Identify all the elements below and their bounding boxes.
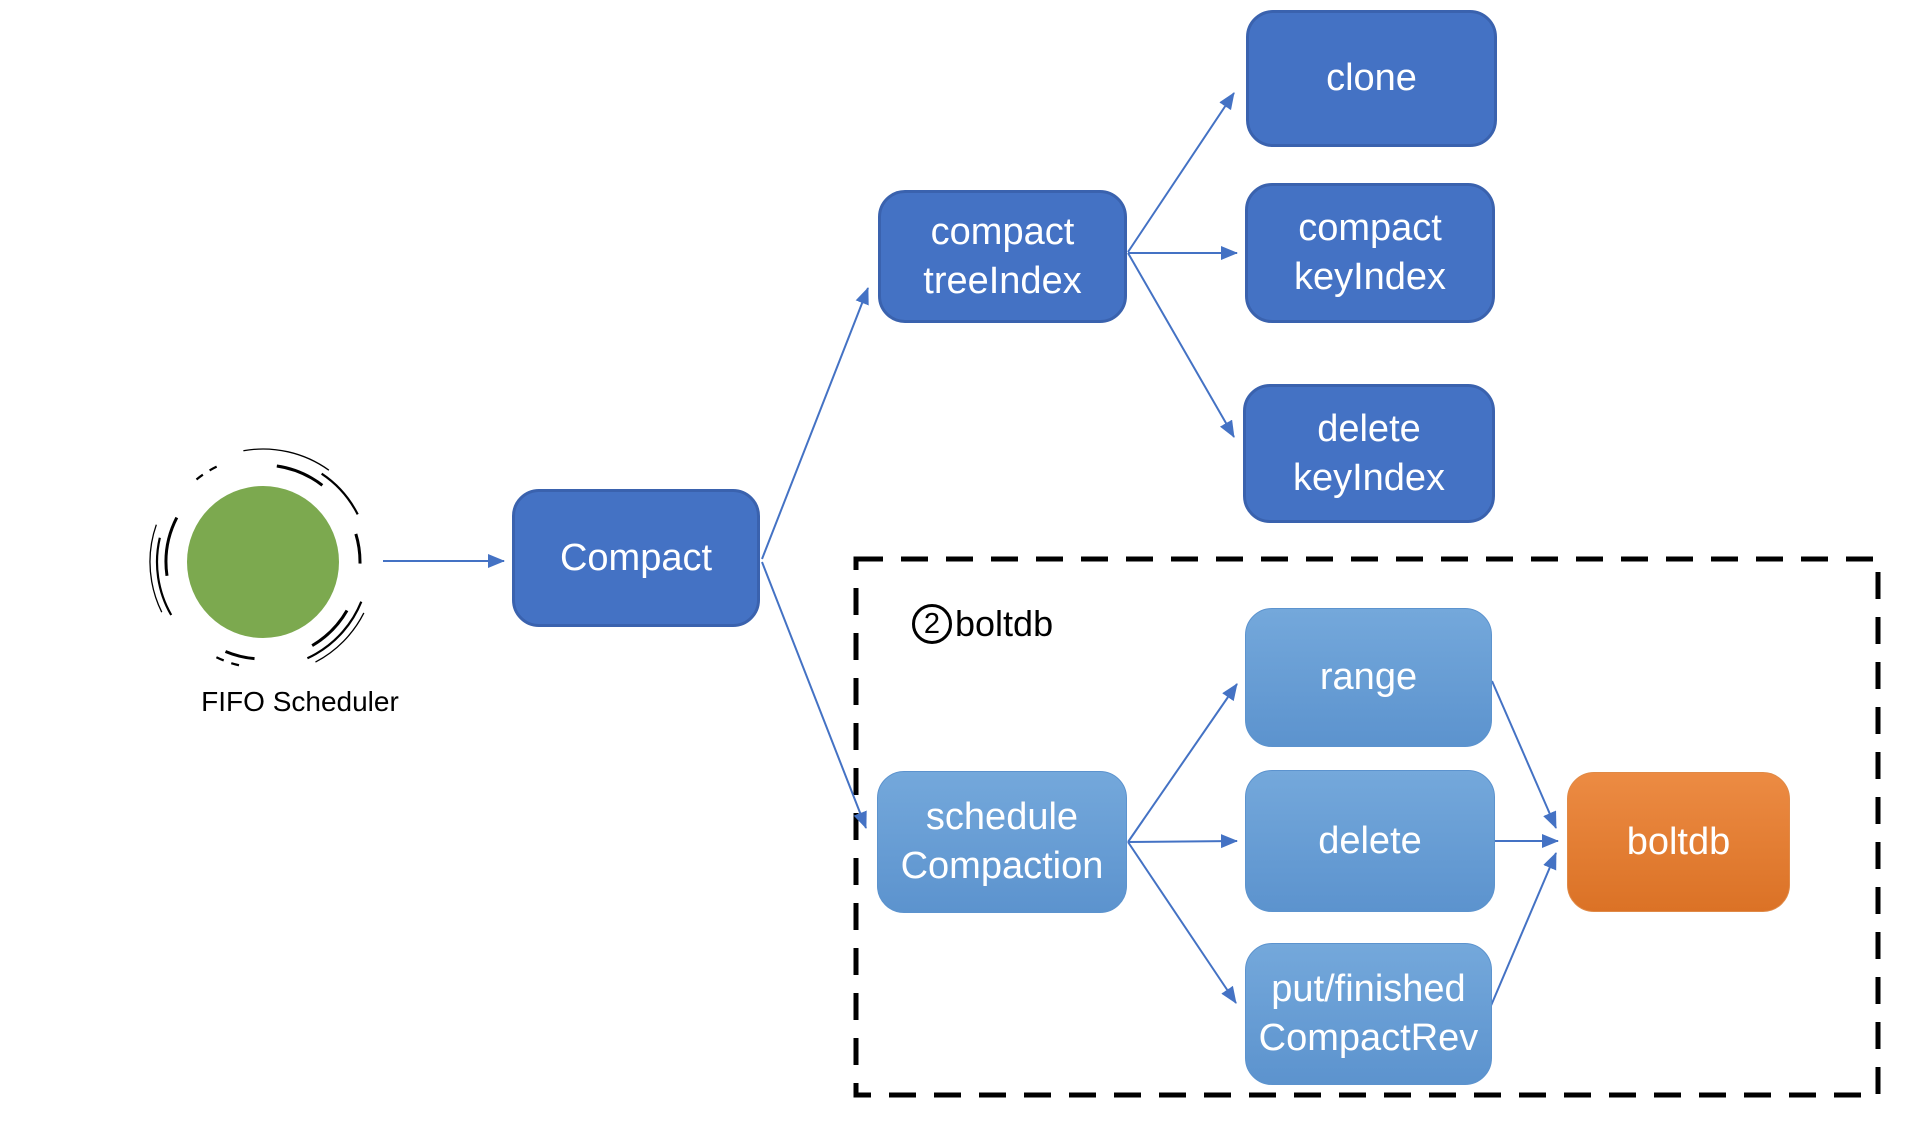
arrow-treeindex-to-clone (1127, 92, 1235, 253)
node-compact-treeindex: compact treeIndex (878, 190, 1127, 323)
node-schedule-compaction: schedule Compaction (877, 771, 1127, 913)
boltdb-group-label: 2 boltdb (912, 603, 1053, 645)
fifo-scheduler-label: FIFO Scheduler (201, 686, 399, 717)
scheduler-sketch-arcs (149, 448, 377, 676)
node-delete: delete (1245, 770, 1495, 912)
arrow-range-to-boltdb (1491, 680, 1557, 829)
arrow-schedule-to-putfinished (1127, 841, 1237, 1004)
arrow-treeindex-to-deletekeyindex (1127, 252, 1235, 438)
node-compact: Compact (512, 489, 760, 627)
node-range: range (1245, 608, 1492, 747)
node-compact-keyindex: compact keyIndex (1245, 183, 1495, 323)
fifo-scheduler-circle (187, 486, 339, 638)
arrow-compact-to-treeindex (761, 287, 869, 560)
node-put-finished-compactrev: put/finished CompactRev (1245, 943, 1492, 1085)
node-clone: clone (1246, 10, 1497, 147)
arrow-schedule-to-delete (1127, 834, 1238, 849)
arrow-compact-to-schedulecompaction (761, 561, 867, 829)
group-badge-number: 2 (912, 604, 952, 644)
node-delete-keyindex: delete keyIndex (1243, 384, 1495, 523)
arrow-schedule-to-range (1127, 683, 1238, 843)
group-label-text: boltdb (955, 603, 1054, 644)
arrow-putfinished-to-boltdb (1489, 852, 1557, 1009)
node-boltdb: boltdb (1567, 772, 1790, 912)
